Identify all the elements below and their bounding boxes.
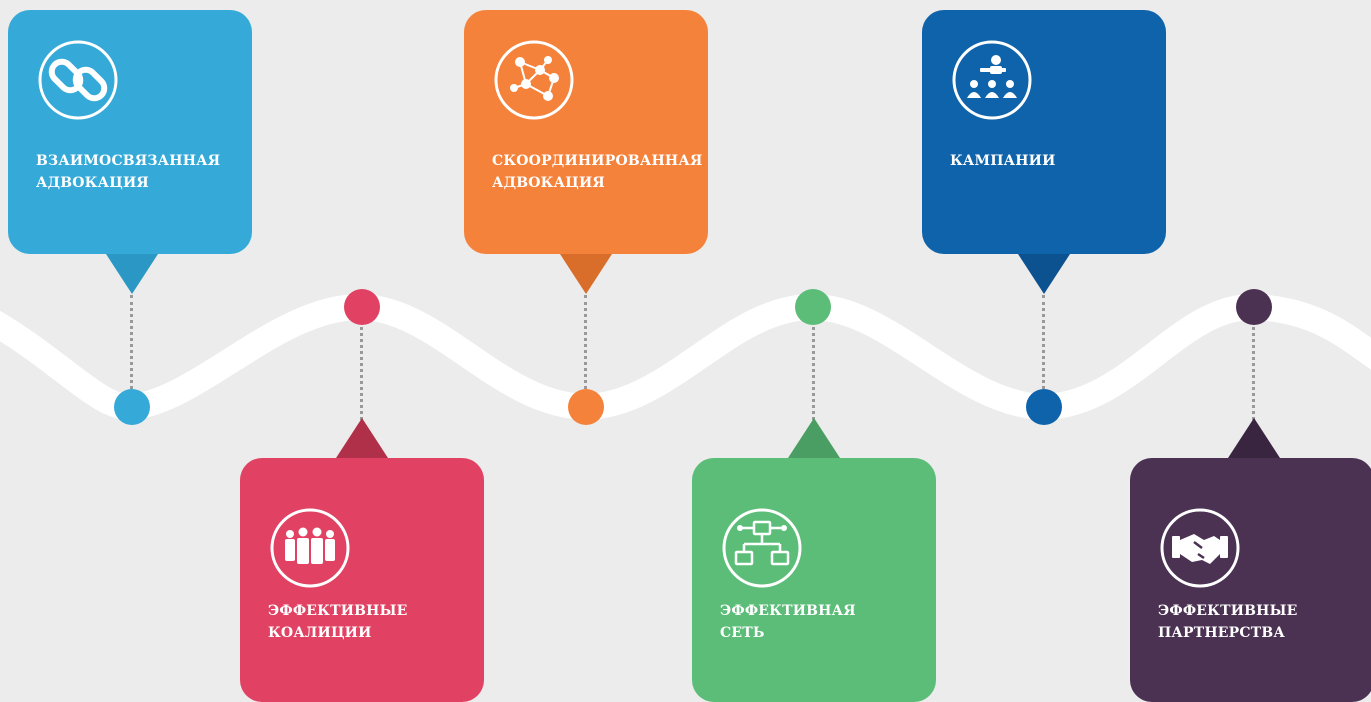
card-title: СКООРДИНИРОВАННАЯ АДВОКАЦИЯ [492, 153, 703, 191]
card-pointer [788, 418, 840, 458]
card-pointer [1018, 254, 1070, 294]
connector-line [360, 320, 363, 420]
connector-line [812, 320, 815, 420]
timeline-dot [1026, 389, 1062, 425]
card-title: КАМПАНИИ [950, 153, 1056, 169]
card-campaigns: КАМПАНИИ [922, 10, 1166, 254]
card-title: ЭФФЕКТИВНЫЕ ПАРТНЕРСТВА [1158, 603, 1298, 641]
card-pointer [1228, 418, 1280, 458]
connector-line [1042, 295, 1045, 395]
timeline-dot [568, 389, 604, 425]
connector-line [1252, 320, 1255, 420]
timeline-dot [344, 289, 380, 325]
presenter-audience-icon [952, 40, 1032, 120]
card-pointer [106, 254, 158, 294]
link-icon [38, 40, 118, 120]
computer-network-icon [722, 508, 802, 588]
handshake-icon [1160, 508, 1240, 588]
card-pointer [336, 418, 388, 458]
network-nodes-icon [494, 40, 574, 120]
people-group-icon [270, 508, 350, 588]
connector-line [130, 295, 133, 395]
timeline-dot [1236, 289, 1272, 325]
card-interconnected-advocacy: ВЗАИМОСВЯЗАННАЯ АДВОКАЦИЯ [8, 10, 252, 254]
card-effective-partnerships: ЭФФЕКТИВНЫЕ ПАРТНЕРСТВА [1130, 458, 1371, 702]
card-title: ЭФФЕКТИВНЫЕ КОАЛИЦИИ [268, 603, 408, 641]
card-effective-network: ЭФФЕКТИВНАЯ СЕТЬ [692, 458, 936, 702]
connector-line [584, 295, 587, 395]
card-effective-coalitions: ЭФФЕКТИВНЫЕ КОАЛИЦИИ [240, 458, 484, 702]
card-pointer [560, 254, 612, 294]
timeline-dot [795, 289, 831, 325]
timeline-dot [114, 389, 150, 425]
card-coordinated-advocacy: СКООРДИНИРОВАННАЯ АДВОКАЦИЯ [464, 10, 708, 254]
card-title: ЭФФЕКТИВНАЯ СЕТЬ [720, 603, 856, 641]
card-title: ВЗАИМОСВЯЗАННАЯ АДВОКАЦИЯ [36, 153, 221, 191]
